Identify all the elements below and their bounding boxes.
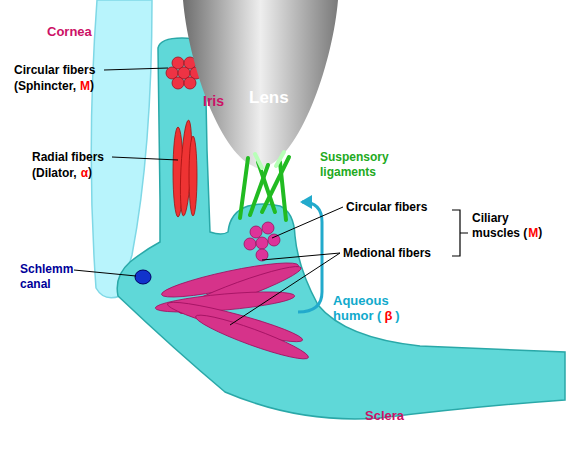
receptor-symbol: α <box>81 166 88 181</box>
part-label: (Sphincter, <box>14 79 76 94</box>
ligament-highlight <box>255 152 284 168</box>
ciliary-circular-fibers <box>244 222 280 261</box>
part-label: Circular fibers <box>346 200 427 215</box>
schlemm-canal <box>135 270 151 284</box>
structure-label: Sclera <box>365 408 404 423</box>
part-label: Suspensory ligaments <box>320 150 410 180</box>
flow-label: ) <box>395 308 399 323</box>
part-label: ) <box>90 78 94 93</box>
lens-shape: Lens <box>183 0 338 170</box>
group-label: ) <box>538 225 542 240</box>
part-label: Schlemm canal <box>20 262 80 292</box>
bracket <box>452 210 468 256</box>
receptor-symbol: M <box>80 79 90 94</box>
leader-lines <box>74 68 343 325</box>
receptor-symbol: β <box>384 308 392 323</box>
cornea-shape <box>91 0 152 298</box>
structure-label: Cornea <box>47 24 92 39</box>
aqueous-flow-arrow <box>298 202 322 312</box>
lens-outline <box>183 0 338 170</box>
part-label: Medional fibers <box>343 246 431 261</box>
receptor-symbol: M <box>528 226 538 241</box>
lens-body <box>183 0 338 169</box>
part-label: (Dilator, <box>32 166 77 181</box>
dilator-fibers <box>173 120 197 217</box>
part-label: Circular fibers <box>14 63 95 78</box>
structure-label: Iris <box>203 94 224 109</box>
lens-label: Lens <box>249 88 289 108</box>
meridional-fibers <box>155 257 312 365</box>
suspensory-ligaments <box>240 157 289 220</box>
part-label: Radial fibers <box>32 150 104 165</box>
iris-ciliary-sclera-tissue <box>117 38 565 419</box>
part-label: ) <box>88 165 92 180</box>
